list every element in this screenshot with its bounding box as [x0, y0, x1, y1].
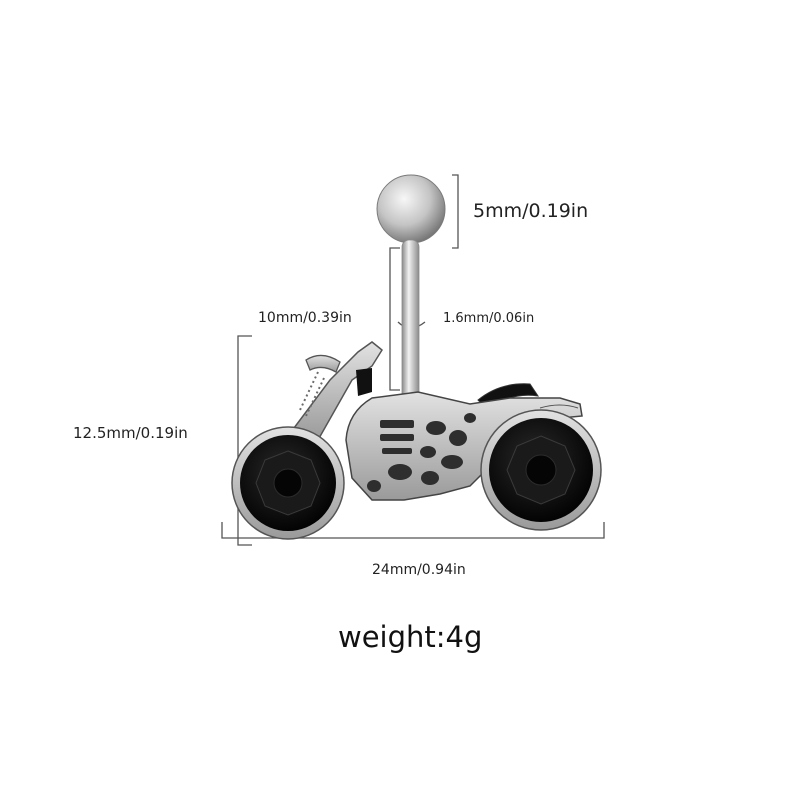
bar-gauge-label: 1.6mm/0.06in: [443, 311, 535, 326]
motorcycle-fork: [283, 341, 383, 441]
motorcycle-handlebar: [305, 354, 341, 373]
charm-width-label: 10mm/0.39in: [258, 310, 352, 326]
motorcycle-charm: [231, 341, 602, 540]
ball-dimension-bracket: [452, 174, 459, 249]
top-ball: [376, 174, 446, 244]
charm-height-label: 12.5mm/0.19in: [73, 424, 188, 442]
bar-dimension-bracket: [389, 247, 400, 391]
charm-length-label: 24mm/0.94in: [372, 562, 466, 578]
length-dimension-bracket: [221, 522, 605, 539]
dimension-lines: [221, 174, 605, 546]
engine-texture: [367, 413, 476, 492]
weight-label: weight:4g: [338, 620, 483, 654]
height-dimension-bracket: [237, 335, 252, 546]
barbell-bar: [401, 239, 420, 401]
ball-diameter-label: 5mm/0.19in: [473, 200, 589, 222]
